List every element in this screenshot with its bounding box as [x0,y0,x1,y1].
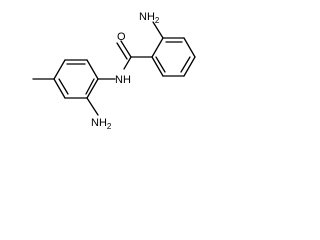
ring-a-bond-5 [151,56,164,77]
atom-nh2-bottom-text: NH [91,117,107,129]
atom-labels: NH2 O NH NH2 [91,11,160,131]
bond-ring-a-nh2 [152,21,164,39]
ring-b-double-3 [85,78,95,95]
ring-b-bond-3 [53,59,66,80]
ring-b-bond-1 [86,59,99,80]
atom-nh2-top: NH2 [139,11,160,25]
atom-nh2-bottom-subscript: 2 [107,122,112,131]
ring-a-double-3 [155,56,166,73]
ring-b-bond-6 [86,78,99,99]
structure-diagram: NH2 O NH NH2 [32,11,196,131]
bond-ring-b-nh2 [86,97,99,116]
ring-a-bond-2 [183,37,196,58]
atom-nh2-top-subscript: 2 [155,16,160,25]
bond-carbonyl-o-1 [120,40,132,58]
bonds [32,21,196,116]
ring-a-bond-3 [183,56,196,77]
atom-amide-nh: NH [115,74,131,86]
bond-carbonyl-o-2 [116,42,128,60]
ring-a-double-2 [180,56,191,73]
ring-b-bond-4 [53,78,66,99]
bond-carbonyl-nh [123,56,132,70]
ring-a-bond-6 [151,37,164,58]
atom-nh2-top-text: NH [139,11,155,23]
ring-b-double-2 [58,78,69,95]
atom-oxygen: O [117,31,126,43]
atom-nh2-bottom: NH2 [91,117,112,131]
